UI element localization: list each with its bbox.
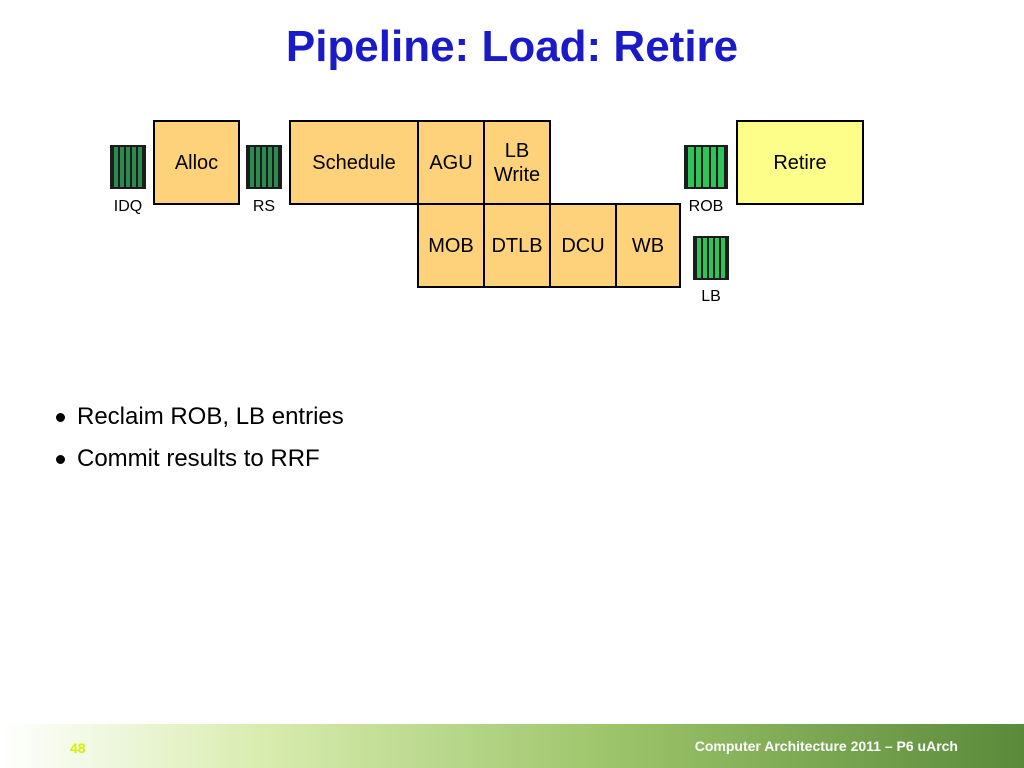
wb-stage: WB bbox=[615, 203, 681, 288]
page-number: 48 bbox=[70, 740, 86, 756]
schedule-stage: Schedule bbox=[289, 120, 419, 205]
bullet-dot-icon bbox=[56, 412, 65, 422]
lb-label: LB bbox=[701, 288, 721, 305]
rob-buffer bbox=[684, 145, 728, 189]
idq-label: IDQ bbox=[113, 198, 143, 215]
bullet-list: Reclaim ROB, LB entries Commit results t… bbox=[56, 396, 344, 480]
rs-buffer bbox=[246, 145, 282, 189]
alloc-stage: Alloc bbox=[153, 120, 240, 205]
dtlb-stage: DTLB bbox=[483, 203, 551, 288]
bullet-item: Reclaim ROB, LB entries bbox=[56, 396, 344, 438]
footer-course: Computer Architecture 2011 – P6 uArch bbox=[694, 738, 958, 754]
retire-stage: Retire bbox=[736, 120, 864, 205]
idq-buffer bbox=[110, 145, 146, 189]
bullet-dot-icon bbox=[56, 454, 65, 464]
lb-write-stage: LB Write bbox=[483, 120, 551, 205]
bullet-text: Commit results to RRF bbox=[77, 445, 320, 472]
slide-title: Pipeline: Load: Retire bbox=[285, 22, 739, 71]
bullet-text: Reclaim ROB, LB entries bbox=[77, 403, 344, 430]
agu-stage: AGU bbox=[417, 120, 485, 205]
footer-bar: 48 Computer Architecture 2011 – P6 uArch bbox=[0, 724, 1024, 768]
rob-label: ROB bbox=[688, 198, 724, 215]
bullet-item: Commit results to RRF bbox=[56, 438, 344, 480]
mob-stage: MOB bbox=[417, 203, 485, 288]
lb-buffer bbox=[693, 236, 729, 280]
rs-label: RS bbox=[252, 198, 276, 215]
dcu-stage: DCU bbox=[549, 203, 617, 288]
